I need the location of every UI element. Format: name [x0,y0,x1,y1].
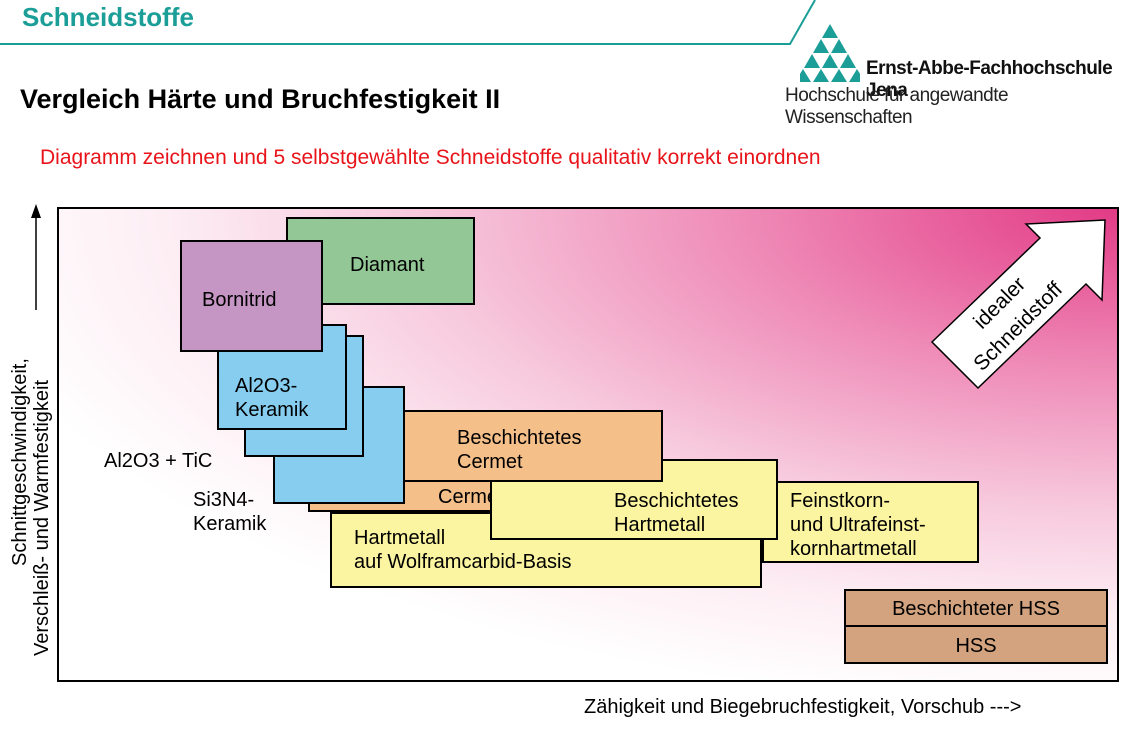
box-feinstkorn: Feinstkorn- und Ultrafeinst- kornhartmet… [762,481,979,563]
section-title: Schneidstoffe [22,2,194,32]
y-axis-label-line2: Verschleiß- und Warmfestigkeit [31,380,53,656]
label-si3n4-line2: Keramik [193,513,267,535]
label-hartmetall-line2: auf Wolframcarbid-Basis [354,551,572,573]
box-beschichteter-hss: Beschichteter HSS [844,589,1108,627]
label-feinstkorn-line2: und Ultrafeinst- [790,514,926,536]
logo-triangle-icon [800,24,860,82]
y-axis-arrowhead [31,204,41,218]
label-al2o3-tic: Al2O3 + TiC [104,450,213,472]
label-beschichtetes-hm-line2: Hartmetall [614,514,706,536]
label-hartmetall-line1: Hartmetall [354,527,446,549]
label-hss: HSS [955,635,997,657]
label-al2o3-line1: Al2O3- [235,375,298,397]
box-hss: HSS [844,625,1108,664]
logo-name: Ernst-Abbe-Fachhochschule Jena [866,58,1113,101]
slide-title: Vergleich Härte und Bruchfestigkeit II [20,84,501,114]
label-bornitrid: Bornitrid [202,289,277,311]
y-axis: Schnittgeschwindigkeit, Verschleiß- und … [9,204,53,656]
label-feinstkorn-line3: kornhartmetall [790,538,917,560]
label-beschichtetes-cermet-line1: Beschichtetes [457,427,582,449]
box-beschichtetes-cermet: Beschichtetes Cermet [399,410,663,482]
label-beschichteter-hss: Beschichteter HSS [892,598,1060,620]
header-rule [0,0,816,45]
y-axis-label-line1: Schnittgeschwindigkeit, [9,358,31,566]
label-feinstkorn-line1: Feinstkorn- [790,490,891,512]
task-instruction: Diagramm zeichnen und 5 selbstgewählte S… [40,146,821,169]
x-axis-label: Zähigkeit und Biegebruchfestigkeit, Vors… [584,696,1022,718]
label-diamant: Diamant [350,254,425,276]
label-beschichtetes-cermet-line2: Cermet [457,451,523,473]
label-cermet: Cermet [438,486,504,508]
ideal-material-arrow: idealer Schneidstoff [930,219,1106,390]
label-al2o3-line2: Keramik [235,399,309,421]
label-si3n4-line1: Si3N4- [193,489,255,511]
label-beschichtetes-hm-line1: Beschichtetes [614,490,739,512]
logo-subtitle: Hochschule für angewandte Wissenschaften [785,85,1009,128]
box-bornitrid: Bornitrid [180,240,323,352]
